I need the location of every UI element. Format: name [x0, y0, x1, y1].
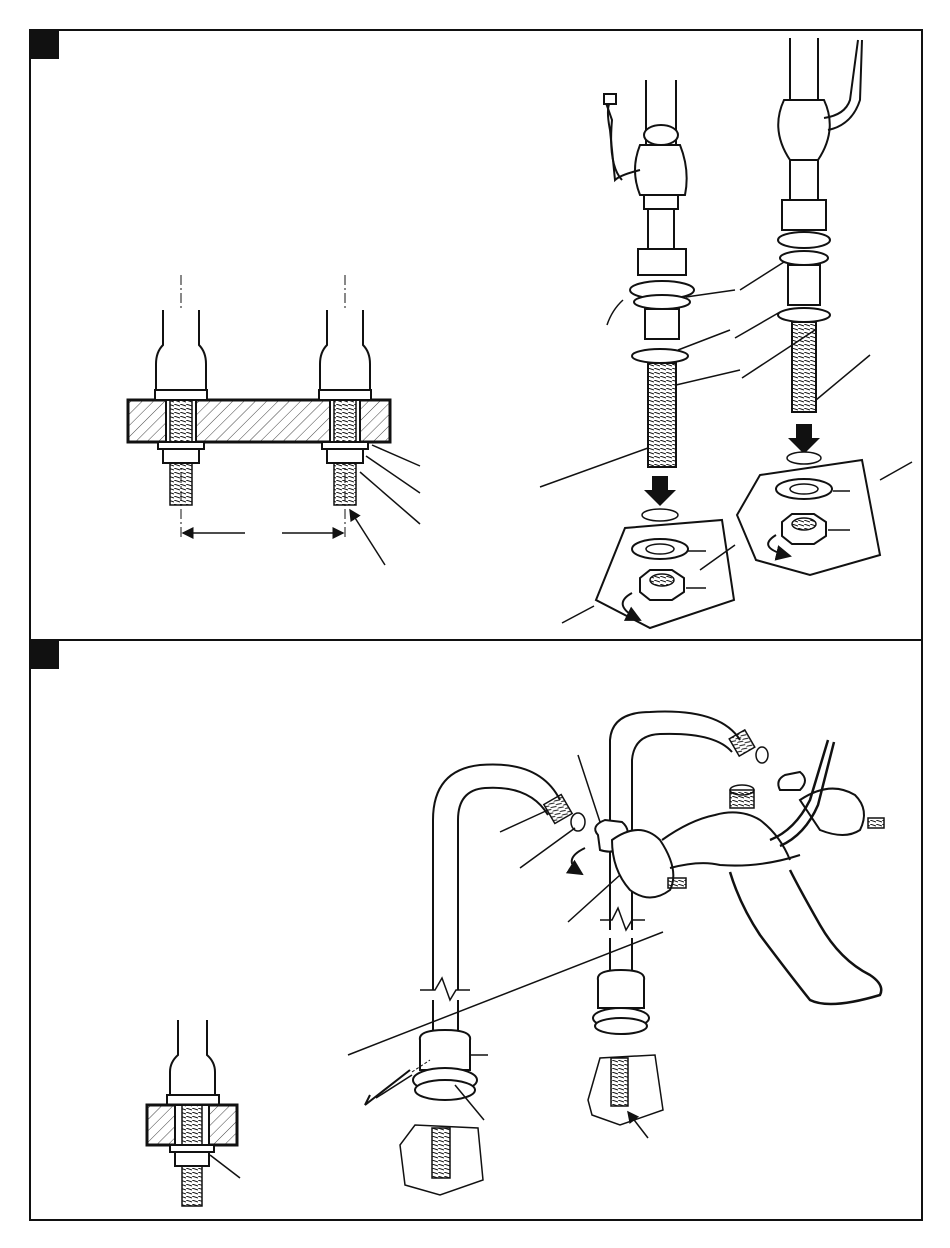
- deck-section-with-two-valves: [128, 275, 420, 565]
- step-2-marker-icon: [31, 641, 59, 669]
- deck-section-detail: [147, 1020, 240, 1206]
- hot-valve-exploded: [540, 80, 740, 521]
- panel-1: [30, 30, 922, 640]
- valve-base-with-shank: [400, 938, 663, 1195]
- rotate-arrow-icon: [572, 848, 585, 874]
- washer-and-nut-inset: [562, 460, 912, 628]
- step-1-marker-icon: [31, 31, 59, 59]
- down-arrow-icon: [644, 476, 676, 506]
- cold-valve-exploded: [735, 38, 870, 464]
- down-arrow-icon: [788, 424, 820, 454]
- panel-2: [30, 640, 922, 1220]
